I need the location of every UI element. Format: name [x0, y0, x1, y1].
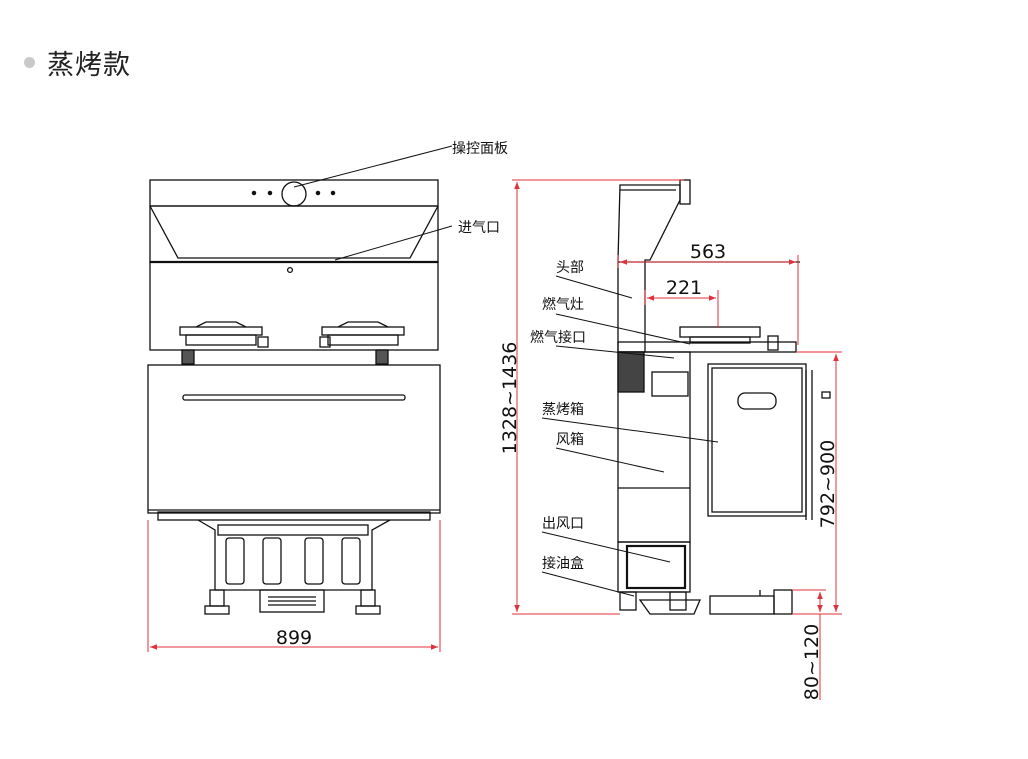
dim-width-line [147, 520, 441, 652]
side-dimension-lines [512, 179, 842, 700]
side-hood-head [617, 184, 681, 353]
side-oil-box [638, 599, 701, 615]
dim-counter-height: 792~900 [817, 440, 839, 528]
front-hood-panel [149, 179, 439, 207]
bullet-icon [24, 56, 35, 68]
label-fan-box: 风箱 [556, 432, 584, 448]
front-vents [225, 537, 361, 585]
front-intake-slant [149, 205, 439, 259]
page-title: 蒸烤款 [47, 49, 131, 81]
dim-foot-height: 80~120 [801, 624, 823, 700]
side-oven-box [707, 363, 807, 517]
label-air-outlet: 出风口 [542, 516, 584, 532]
dim-depth: 563 [690, 241, 726, 263]
label-control-panel: 操控面板 [452, 141, 508, 157]
label-steam-oven: 蒸烤箱 [542, 402, 584, 418]
dim-burner-offset: 221 [666, 277, 702, 299]
dim-total-height: 1328~1436 [499, 342, 521, 455]
front-view [147, 179, 441, 615]
page-header: 蒸烤款 [24, 44, 131, 81]
label-gas-connector: 燃气接口 [530, 329, 586, 346]
control-knob [281, 181, 307, 207]
side-cooktop [617, 341, 797, 353]
front-intake-box [149, 205, 439, 263]
label-air-inlet: 进气口 [458, 220, 500, 236]
label-gas-stove: 燃气灶 [542, 296, 584, 313]
label-oil-box: 接油盒 [542, 555, 584, 572]
front-burner-left [179, 321, 263, 346]
front-upper-body [149, 261, 439, 351]
front-oven-body [147, 364, 441, 514]
front-oil-box [259, 589, 325, 613]
front-burner-right [321, 321, 405, 346]
side-fan-box [617, 541, 691, 593]
side-view [617, 179, 831, 615]
dim-width: 899 [276, 627, 312, 649]
label-head: 头部 [556, 260, 584, 276]
